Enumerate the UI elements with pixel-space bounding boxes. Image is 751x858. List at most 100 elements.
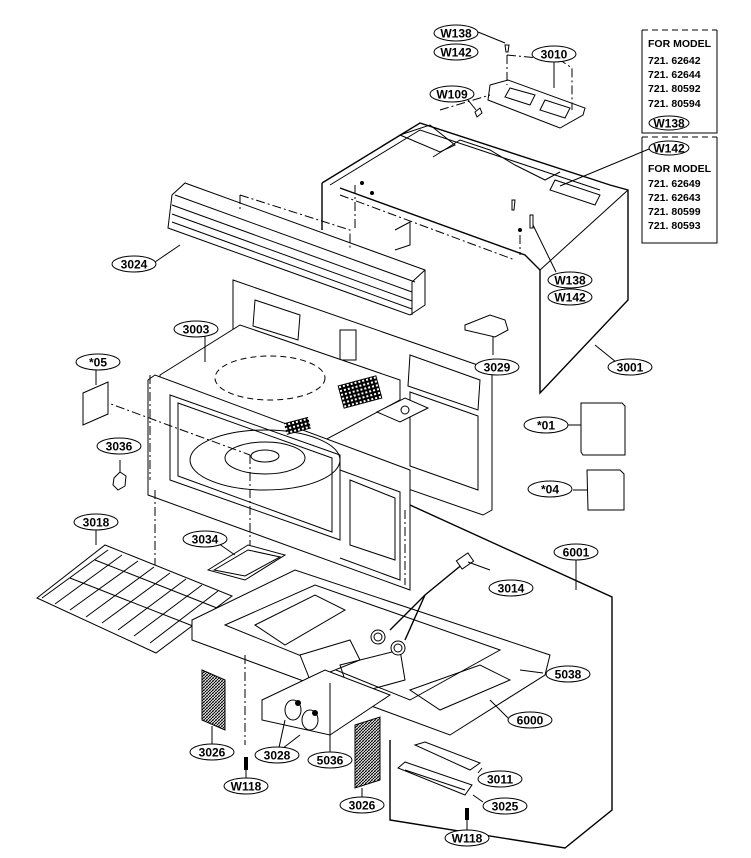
callout-w138-mid[interactable]: W138 bbox=[547, 271, 593, 289]
model-box-2-heading: FOR MODEL bbox=[648, 163, 712, 175]
lamp-lens-3011 bbox=[413, 741, 482, 771]
callout-w142-top[interactable]: W142 bbox=[433, 43, 479, 61]
svg-text:3025: 3025 bbox=[492, 800, 519, 814]
model-number: 721. 80599 bbox=[648, 206, 701, 218]
svg-text:W138: W138 bbox=[554, 274, 586, 288]
svg-text:W118: W118 bbox=[452, 832, 483, 846]
callout-3034[interactable]: 3034 bbox=[182, 530, 228, 548]
svg-text:3024: 3024 bbox=[121, 258, 148, 272]
callout-5038[interactable]: 5038 bbox=[545, 665, 591, 683]
callout-3018[interactable]: 3018 bbox=[73, 513, 119, 531]
callout-3025[interactable]: 3025 bbox=[482, 797, 528, 815]
callout-3026-right[interactable]: 3026 bbox=[339, 796, 385, 814]
callout-3010[interactable]: 3010 bbox=[531, 45, 577, 63]
svg-text:6001: 6001 bbox=[563, 546, 590, 560]
callout-01[interactable]: *01 bbox=[523, 416, 569, 434]
callout-3028[interactable]: 3028 bbox=[254, 746, 300, 764]
callout-6000[interactable]: 6000 bbox=[507, 711, 553, 729]
callout-3026-left[interactable]: 3026 bbox=[189, 743, 235, 761]
grease-filter-left bbox=[201, 669, 226, 745]
callout-3003[interactable]: 3003 bbox=[173, 320, 219, 338]
waveguide-cover bbox=[206, 544, 287, 581]
model-number: 721. 62642 bbox=[648, 55, 701, 67]
callout-w118-left[interactable]: W118 bbox=[223, 777, 269, 795]
callout-05[interactable]: *05 bbox=[75, 353, 121, 371]
screw-w138-top bbox=[474, 44, 534, 229]
svg-text:3029: 3029 bbox=[484, 361, 511, 375]
model-number: 721. 80592 bbox=[648, 83, 701, 95]
svg-text:3026: 3026 bbox=[199, 746, 226, 760]
svg-text:3010: 3010 bbox=[541, 48, 568, 62]
callout-3014[interactable]: 3014 bbox=[488, 579, 534, 597]
model-box-1-heading: FOR MODEL bbox=[648, 38, 712, 50]
svg-text:3018: 3018 bbox=[83, 516, 110, 530]
base-frame bbox=[191, 504, 613, 849]
vent-grid bbox=[283, 416, 312, 435]
knob-3036 bbox=[112, 460, 127, 491]
callout-04[interactable]: *04 bbox=[527, 480, 573, 498]
callout-w142-mid[interactable]: W142 bbox=[547, 288, 593, 306]
lamp-cover-3025 bbox=[397, 761, 473, 796]
screw-hole bbox=[370, 191, 374, 195]
callout-w118-right[interactable]: W118 bbox=[444, 829, 490, 847]
screw-hole bbox=[360, 181, 364, 185]
grease-filter-right bbox=[354, 716, 381, 800]
callout-w109[interactable]: W109 bbox=[429, 85, 475, 103]
model-number: 721. 62643 bbox=[648, 192, 701, 204]
connector bbox=[455, 552, 475, 570]
svg-text:3003: 3003 bbox=[183, 323, 210, 337]
lamp-socket bbox=[390, 640, 406, 656]
leader-lines bbox=[154, 31, 617, 803]
connector-block bbox=[339, 329, 357, 361]
callout-oval bbox=[648, 140, 690, 156]
oven-cavity bbox=[99, 279, 493, 640]
svg-text:*05: *05 bbox=[89, 356, 107, 370]
screw-w118-right bbox=[465, 808, 469, 830]
svg-text:3028: 3028 bbox=[264, 749, 291, 763]
callout-3029[interactable]: 3029 bbox=[474, 358, 520, 376]
screw-hole bbox=[518, 228, 522, 232]
bracket-3029 bbox=[464, 314, 509, 355]
callout-oval bbox=[648, 115, 690, 131]
svg-text:W142: W142 bbox=[554, 291, 586, 305]
svg-text:3026: 3026 bbox=[349, 799, 376, 813]
svg-text:W142: W142 bbox=[440, 46, 472, 60]
model-number: 721. 80594 bbox=[648, 98, 701, 110]
svg-text:6000: 6000 bbox=[517, 714, 544, 728]
callout-w138-top[interactable]: W138 bbox=[433, 24, 479, 42]
svg-text:3001: 3001 bbox=[617, 361, 644, 375]
screw-w118-left bbox=[244, 757, 248, 780]
vent-grid bbox=[337, 375, 383, 409]
outer-case bbox=[321, 122, 629, 395]
oven-rack bbox=[36, 530, 234, 654]
model-box-1: FOR MODEL 721. 62642 721. 62644 721. 805… bbox=[641, 29, 718, 134]
callout-3024[interactable]: 3024 bbox=[111, 255, 157, 273]
svg-text:3014: 3014 bbox=[498, 582, 525, 596]
svg-text:5038: 5038 bbox=[555, 668, 582, 682]
model-number: 721. 62649 bbox=[648, 178, 701, 190]
svg-text:3011: 3011 bbox=[487, 773, 513, 787]
svg-text:W118: W118 bbox=[231, 780, 262, 794]
callout-6001[interactable]: 6001 bbox=[553, 543, 599, 561]
svg-text:3034: 3034 bbox=[192, 533, 219, 547]
callout-3001[interactable]: 3001 bbox=[607, 358, 653, 376]
top-cover-plate bbox=[439, 54, 586, 129]
callout-w142-box: W142 bbox=[653, 142, 685, 156]
callout-3011[interactable]: 3011 bbox=[477, 770, 523, 788]
wire-harness bbox=[370, 552, 475, 656]
hole bbox=[400, 405, 410, 415]
callout-5036[interactable]: 5036 bbox=[307, 751, 353, 769]
manual-04 bbox=[573, 469, 625, 511]
lamp-socket bbox=[370, 629, 386, 645]
svg-text:W138: W138 bbox=[440, 27, 472, 41]
svg-text:3036: 3036 bbox=[106, 440, 133, 454]
callout-w138-box: W138 bbox=[653, 117, 685, 131]
model-number: 721. 80593 bbox=[648, 220, 701, 232]
manual-01 bbox=[567, 402, 626, 456]
svg-text:*04: *04 bbox=[541, 483, 559, 497]
svg-text:*01: *01 bbox=[537, 419, 555, 433]
callout-3036[interactable]: 3036 bbox=[96, 437, 142, 455]
model-box-2: W142 FOR MODEL 721. 62649 721. 62643 721… bbox=[559, 136, 718, 244]
front-vent-grille bbox=[167, 182, 426, 316]
svg-text:W109: W109 bbox=[436, 88, 468, 102]
